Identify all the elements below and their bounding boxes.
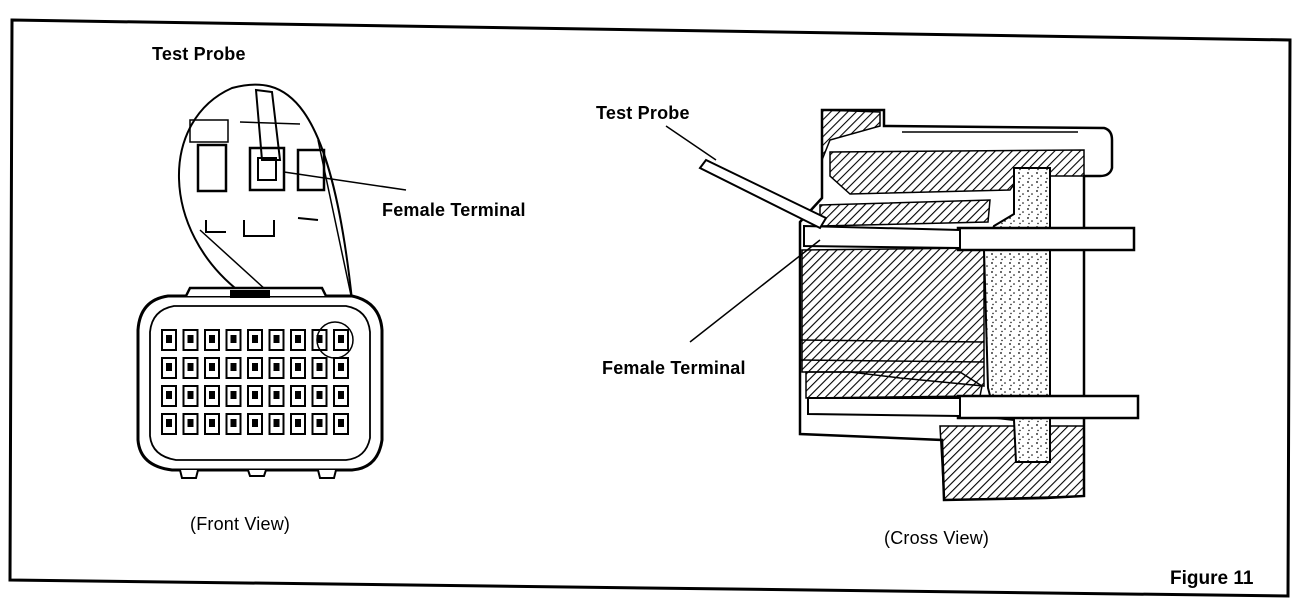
front-terminal-leader <box>283 171 407 191</box>
cavity-terminal <box>209 363 215 371</box>
cavity-terminal <box>252 391 258 399</box>
cross-view-caption: (Cross View) <box>884 528 990 548</box>
cavity-terminal <box>209 335 215 343</box>
cavity-terminal <box>230 363 237 371</box>
cross-test-probe <box>698 158 828 230</box>
cross-view-drawing <box>698 108 1140 502</box>
cavity-terminal <box>273 391 280 399</box>
cavity-terminal <box>166 363 172 371</box>
cavity-terminal <box>166 391 172 399</box>
cross-pin-lower <box>956 394 1140 420</box>
magnified-area-marker <box>316 321 354 359</box>
magnified-cavity-left <box>196 143 228 193</box>
front-view-drawing <box>136 83 384 479</box>
cavity-terminal <box>295 363 301 371</box>
cavity-terminal <box>338 363 344 371</box>
cross-female-terminal <box>803 224 961 250</box>
cavity-terminal <box>209 391 215 399</box>
front-connector-body <box>136 294 384 472</box>
figure-frame <box>8 18 1292 598</box>
magnified-terminal <box>248 146 286 192</box>
cross-female-terminal-label: Female Terminal <box>602 358 746 378</box>
cavity-terminal <box>273 335 280 343</box>
cross-terminal-leader <box>689 239 821 343</box>
cross-probe-leader <box>665 125 717 161</box>
figure-number: Figure 11 <box>1170 568 1254 589</box>
cavity-terminal <box>187 419 194 427</box>
cavity-terminal <box>252 419 258 427</box>
cavity-terminal <box>295 419 301 427</box>
cavity-grid <box>161 329 349 435</box>
magnified-cavity-right <box>296 148 326 192</box>
cavity-terminal <box>316 363 323 371</box>
cross-pin-upper <box>956 226 1136 252</box>
front-view-caption: (Front View) <box>190 514 291 534</box>
cavity-terminal <box>187 363 194 371</box>
cavity-terminal <box>273 363 280 371</box>
cavity-terminal <box>230 335 237 343</box>
cavity-terminal <box>316 391 323 399</box>
cavity-terminal <box>316 419 323 427</box>
cross-test-probe-label: Test Probe <box>596 103 690 123</box>
cavity-terminal <box>187 391 194 399</box>
cavity-terminal <box>166 419 172 427</box>
cavity-terminal <box>316 335 323 343</box>
cavity-terminal <box>230 391 237 399</box>
front-female-terminal-label: Female Terminal <box>382 200 526 220</box>
cavity-terminal <box>187 335 194 343</box>
front-test-probe <box>254 88 282 161</box>
cavity-terminal <box>252 363 258 371</box>
cavity-terminal <box>209 419 215 427</box>
cavity-terminal <box>338 335 344 343</box>
cavity-terminal <box>295 391 301 399</box>
cavity-terminal <box>166 335 172 343</box>
cavity-terminal <box>230 419 237 427</box>
cavity-terminal <box>273 419 280 427</box>
cavity-terminal <box>295 335 301 343</box>
cavity-terminal <box>252 335 258 343</box>
cavity-terminal <box>338 391 344 399</box>
cavity-terminal <box>338 419 344 427</box>
cross-insulator-block <box>801 247 985 387</box>
front-test-probe-label: Test Probe <box>152 44 246 64</box>
